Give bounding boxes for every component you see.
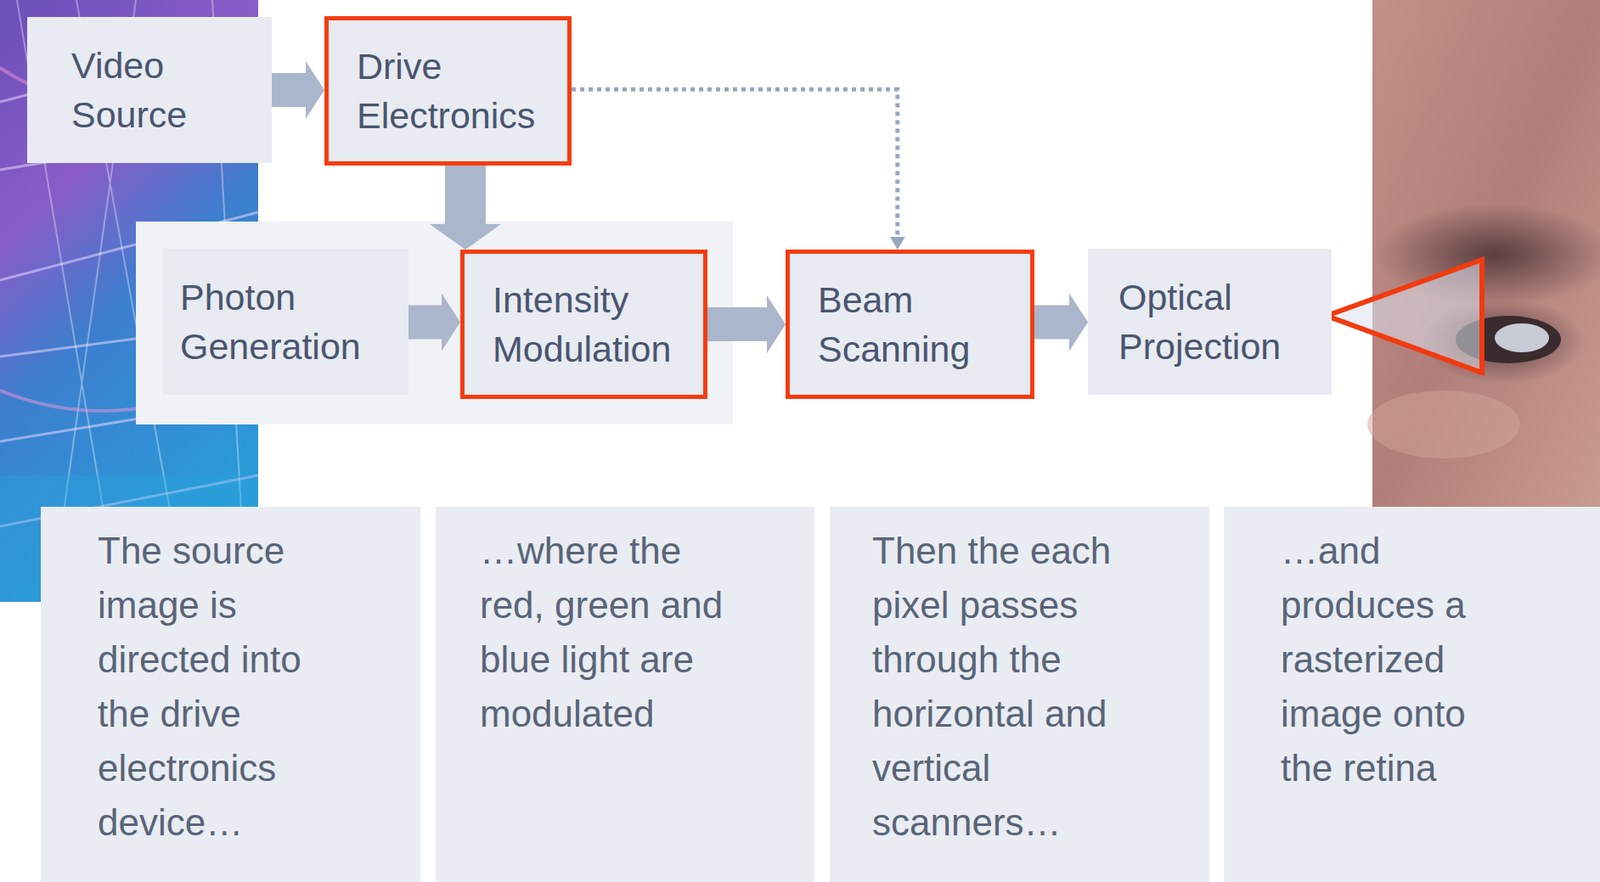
caption-text: …where the red, green and blue light are… <box>479 523 735 742</box>
caption-text: The source image is directed into the dr… <box>97 523 353 851</box>
process-box: Optical Projection <box>1087 248 1332 395</box>
box-label: Video Source <box>71 40 262 140</box>
box-label: Optical Projection <box>1118 272 1322 372</box>
flow-arrow <box>429 165 502 250</box>
box-label: Photon Generation <box>180 272 399 372</box>
source-box: Video Source <box>27 16 272 164</box>
caption-text: Then the each pixel passes through the h… <box>872 523 1127 851</box>
flow-arrow <box>707 295 786 354</box>
caption-panel: Then the each pixel passes through the h… <box>829 507 1210 882</box>
flow-arrow <box>571 89 906 250</box>
highlighted-box: Beam Scanning <box>785 249 1035 400</box>
flow-arrow <box>1034 293 1088 352</box>
flow-arrow <box>408 293 461 352</box>
group-panel <box>135 221 733 425</box>
box-label: Intensity Modulation <box>492 275 693 374</box>
flow-arrow <box>271 61 325 119</box>
caption-text: …and produces a rasterized image onto th… <box>1280 523 1502 796</box>
caption-panel: …where the red, green and blue light are… <box>435 507 815 882</box>
box-label: Drive Electronics <box>356 41 558 141</box>
caption-panel: …and produces a rasterized image onto th… <box>1223 507 1600 882</box>
eye-photo <box>1367 0 1600 508</box>
highlighted-box: Drive Electronics <box>324 16 572 166</box>
process-box: Photon Generation <box>163 248 409 395</box>
eye-pointer <box>1326 259 1482 373</box>
box-label: Beam Scanning <box>817 275 1020 374</box>
caption-panel: The source image is directed into the dr… <box>40 507 421 882</box>
highlighted-box: Intensity Modulation <box>460 249 708 400</box>
